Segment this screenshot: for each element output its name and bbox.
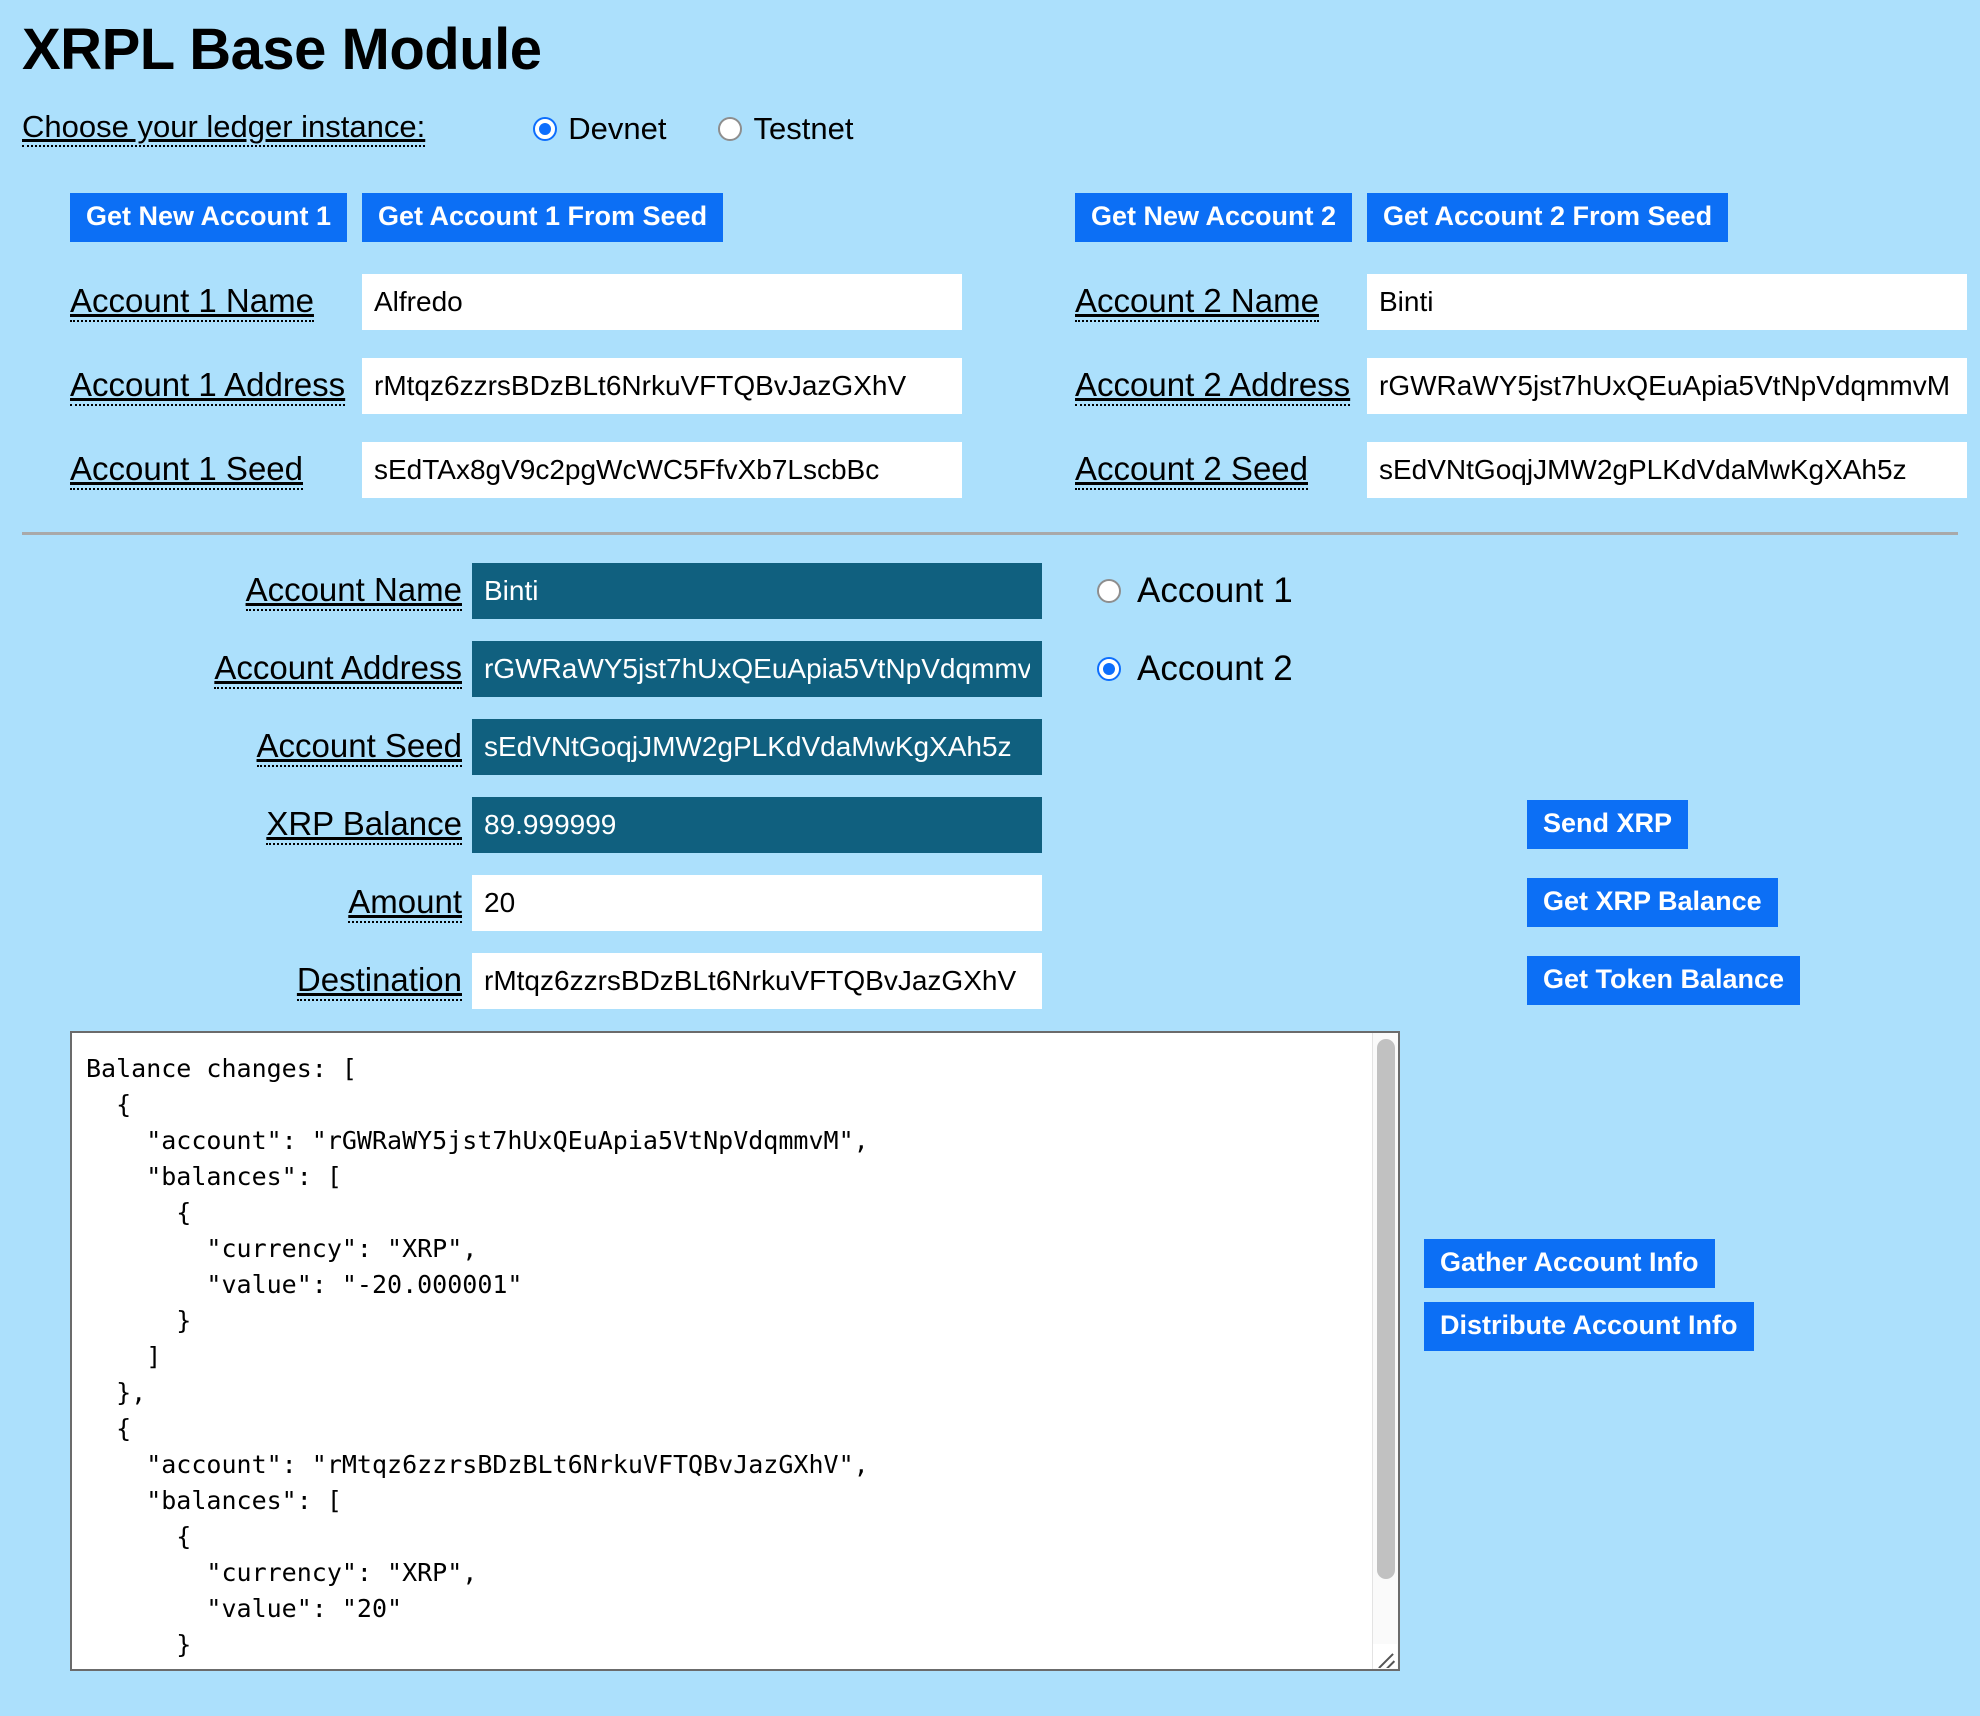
active-account-address-label: Account Address bbox=[214, 650, 462, 689]
results-scrollbar-thumb[interactable] bbox=[1377, 1038, 1395, 1579]
get-token-balance-button-cell: Get Token Balance bbox=[1527, 956, 1958, 1006]
get-account-2-from-seed-button[interactable]: Get Account 2 From Seed bbox=[1367, 192, 1729, 242]
account-2-radio-cell: Account 2 bbox=[1097, 649, 1517, 689]
radio-devnet-label: Devnet bbox=[568, 110, 667, 146]
destination-label-cell: Destination bbox=[22, 961, 462, 1001]
active-account-name-label-cell: Account Name bbox=[22, 571, 462, 611]
accounts-panel: Get New Account 1 Get Account 1 From See… bbox=[22, 192, 1967, 498]
account-1-name-label: Account 1 Name bbox=[70, 283, 314, 322]
radio-devnet-icon[interactable] bbox=[533, 116, 558, 141]
account-2-address-input-cell bbox=[1367, 357, 1967, 414]
amount-input[interactable] bbox=[472, 874, 1042, 931]
radio-account-2-icon[interactable] bbox=[1097, 656, 1121, 681]
get-xrp-balance-button-cell: Get XRP Balance bbox=[1527, 878, 1958, 928]
active-account-address-label-cell: Account Address bbox=[22, 649, 462, 689]
active-account-seed-input-cell bbox=[472, 718, 1042, 775]
account-1-address-label-cell: Account 1 Address bbox=[22, 366, 362, 406]
distribute-account-info-cell: Distribute Account Info bbox=[1424, 1301, 1958, 1351]
xrp-balance-input-cell bbox=[472, 796, 1042, 853]
get-account-1-from-seed-button[interactable]: Get Account 1 From Seed bbox=[362, 192, 724, 242]
send-xrp-button[interactable]: Send XRP bbox=[1527, 800, 1689, 850]
destination-label: Destination bbox=[296, 962, 462, 1001]
section-divider bbox=[22, 531, 1958, 535]
distribute-account-info-button[interactable]: Distribute Account Info bbox=[1424, 1301, 1754, 1351]
account-2-seed-input[interactable] bbox=[1367, 441, 1967, 498]
ledger-instance-label: Choose your ledger instance: bbox=[22, 111, 426, 147]
active-account-seed-label: Account Seed bbox=[256, 728, 462, 767]
page-root: XRPL Base Module Choose your ledger inst… bbox=[0, 0, 1980, 1671]
radio-option-account-1[interactable]: Account 1 bbox=[1097, 571, 1517, 611]
send-xrp-button-cell: Send XRP bbox=[1527, 800, 1958, 850]
active-account-name-label: Account Name bbox=[245, 572, 462, 611]
account-1-name-label-cell: Account 1 Name bbox=[22, 282, 362, 322]
ledger-instance-row: Choose your ledger instance: Devnet Test… bbox=[22, 111, 1958, 147]
amount-label-cell: Amount bbox=[22, 883, 462, 923]
info-buttons-group: Gather Account Info Distribute Account I… bbox=[1424, 1031, 1958, 1351]
account-2-address-label-cell: Account 2 Address bbox=[1027, 366, 1367, 406]
page-title: XRPL Base Module bbox=[22, 17, 542, 82]
cell-new-account-2: Get New Account 2 bbox=[1027, 192, 1367, 246]
xrp-balance-label: XRP Balance bbox=[266, 806, 462, 845]
amount-label: Amount bbox=[348, 884, 462, 923]
cell-new-account-1: Get New Account 1 bbox=[22, 192, 362, 246]
results-scrollbar[interactable] bbox=[1372, 1032, 1398, 1669]
account-2-name-input-cell bbox=[1367, 273, 1967, 330]
account-2-address-input[interactable] bbox=[1367, 357, 1967, 414]
radio-account-1-icon[interactable] bbox=[1097, 578, 1121, 603]
account-2-seed-label: Account 2 Seed bbox=[1075, 451, 1308, 490]
results-textarea[interactable]: Balance changes: [ { "account": "rGWRaWY… bbox=[72, 1032, 1372, 1669]
destination-input-cell bbox=[472, 952, 1042, 1009]
account-1-name-input-cell bbox=[362, 273, 962, 330]
radio-testnet-label: Testnet bbox=[753, 110, 854, 146]
cell-account-2-from-seed: Get Account 2 From Seed bbox=[1367, 192, 1967, 246]
radio-account-2-label: Account 2 bbox=[1137, 648, 1293, 688]
radio-testnet-icon[interactable] bbox=[718, 116, 743, 141]
active-account-panel: Account Name Account 1 Account Address bbox=[22, 562, 1958, 1009]
get-new-account-2-button[interactable]: Get New Account 2 bbox=[1075, 192, 1353, 242]
account-2-name-input[interactable] bbox=[1367, 273, 1967, 330]
xrp-balance-label-cell: XRP Balance bbox=[22, 805, 462, 845]
get-new-account-1-button[interactable]: Get New Account 1 bbox=[70, 192, 348, 242]
account-2-seed-input-cell bbox=[1367, 441, 1967, 498]
radio-option-account-2[interactable]: Account 2 bbox=[1097, 649, 1517, 689]
xrp-balance-input[interactable] bbox=[472, 796, 1042, 853]
account-2-name-label-cell: Account 2 Name bbox=[1027, 282, 1367, 322]
active-account-name-input[interactable] bbox=[472, 562, 1042, 619]
get-xrp-balance-button[interactable]: Get XRP Balance bbox=[1527, 878, 1778, 928]
radio-option-testnet[interactable]: Testnet bbox=[718, 111, 853, 147]
account-1-address-label: Account 1 Address bbox=[70, 367, 346, 406]
account-1-seed-input-cell bbox=[362, 441, 962, 498]
get-token-balance-button[interactable]: Get Token Balance bbox=[1527, 956, 1801, 1006]
radio-account-1-label: Account 1 bbox=[1137, 570, 1293, 610]
amount-input-cell bbox=[472, 874, 1042, 931]
active-account-address-input-cell bbox=[472, 640, 1042, 697]
account-2-seed-label-cell: Account 2 Seed bbox=[1027, 450, 1367, 490]
account-1-address-input[interactable] bbox=[362, 357, 962, 414]
radio-option-devnet[interactable]: Devnet bbox=[533, 111, 666, 147]
results-area: Balance changes: [ { "account": "rGWRaWY… bbox=[22, 1030, 1958, 1671]
account-2-name-label: Account 2 Name bbox=[1075, 283, 1319, 322]
cell-account-1-from-seed: Get Account 1 From Seed bbox=[362, 192, 962, 246]
gather-account-info-cell: Gather Account Info bbox=[1424, 1238, 1958, 1288]
destination-input[interactable] bbox=[472, 952, 1042, 1009]
active-account-seed-label-cell: Account Seed bbox=[22, 727, 462, 767]
active-account-seed-input[interactable] bbox=[472, 718, 1042, 775]
account-2-address-label: Account 2 Address bbox=[1075, 367, 1351, 406]
account-1-name-input[interactable] bbox=[362, 273, 962, 330]
active-account-address-input[interactable] bbox=[472, 640, 1042, 697]
active-account-name-input-cell bbox=[472, 562, 1042, 619]
account-1-radio-cell: Account 1 bbox=[1097, 571, 1517, 611]
resize-grip-icon[interactable] bbox=[1373, 1643, 1397, 1668]
account-1-seed-input[interactable] bbox=[362, 441, 962, 498]
account-1-address-input-cell bbox=[362, 357, 962, 414]
results-textarea-wrapper[interactable]: Balance changes: [ { "account": "rGWRaWY… bbox=[70, 1030, 1400, 1671]
account-1-seed-label-cell: Account 1 Seed bbox=[22, 450, 362, 490]
gather-account-info-button[interactable]: Gather Account Info bbox=[1424, 1238, 1715, 1288]
account-1-seed-label: Account 1 Seed bbox=[70, 451, 303, 490]
